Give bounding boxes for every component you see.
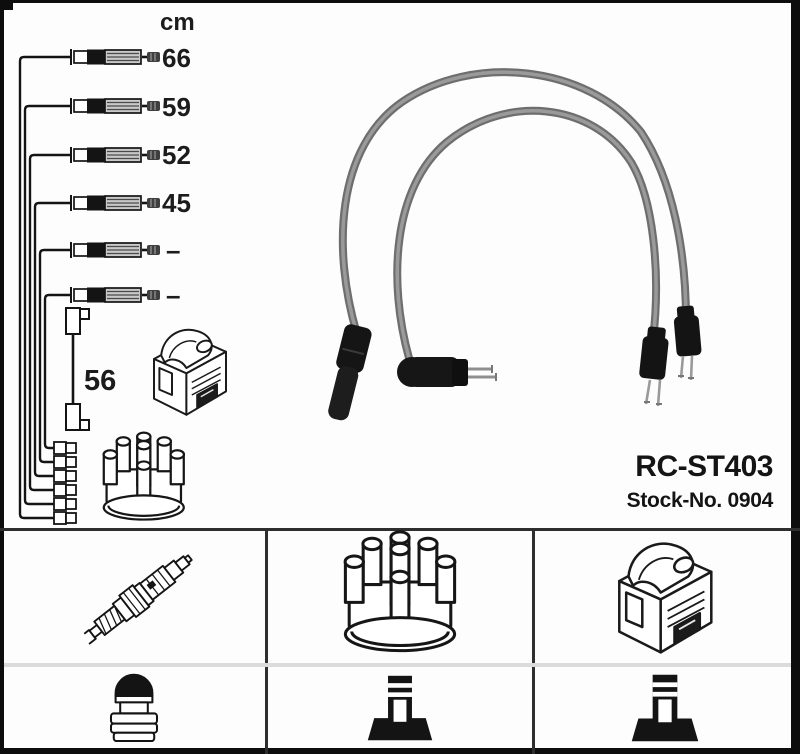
length-label: 66 bbox=[162, 43, 191, 73]
coil-lead-elbow-icon bbox=[65, 403, 90, 431]
part-number: RC-ST403 bbox=[635, 450, 773, 483]
lead-end-connector-icons bbox=[69, 47, 162, 305]
legend-grid-column-line bbox=[532, 528, 535, 754]
spark-plug-terminal-nut-icon bbox=[109, 673, 159, 743]
distributor-cap-sketch bbox=[102, 431, 186, 521]
legend-cell-ignition-coil bbox=[618, 542, 713, 654]
legend-cell-spark-plug bbox=[76, 546, 200, 651]
part-number-block: RC-ST403 Stock-No. 0904 bbox=[626, 450, 774, 512]
unit-label: cm bbox=[160, 9, 195, 36]
legend-cell-distributor-terminal bbox=[631, 674, 699, 742]
distributor-plug bbox=[639, 326, 669, 407]
coil-lead-length-label: 56 bbox=[84, 365, 116, 397]
legend-grid bbox=[76, 530, 713, 743]
legend-cell-plug-terminal bbox=[109, 673, 159, 743]
frame-border-right bbox=[791, 0, 800, 754]
length-label: – bbox=[166, 235, 180, 265]
ignition-coil-icon bbox=[618, 542, 713, 654]
length-label: 45 bbox=[162, 188, 191, 218]
legend-cell-distributor-cap bbox=[343, 530, 457, 653]
elbow-boot bbox=[397, 357, 497, 387]
legend-grid-top-line bbox=[0, 528, 800, 531]
coil-lead: 56 bbox=[65, 307, 116, 431]
ignition-lead-set-photo bbox=[328, 68, 702, 421]
legend-grid-row-divider bbox=[4, 663, 791, 667]
distributor-connector-stack-icon bbox=[53, 441, 77, 525]
spark-plug-boot bbox=[328, 324, 372, 421]
length-label: 52 bbox=[162, 140, 191, 170]
lead-harness-lines bbox=[18, 55, 70, 520]
coil-lead-elbow-icon bbox=[65, 307, 90, 335]
distributor-cap-icon bbox=[343, 530, 457, 653]
legend-cell-distributor-terminal bbox=[367, 675, 433, 741]
length-label: – bbox=[166, 280, 180, 310]
frame-border-bottom bbox=[0, 748, 800, 754]
frame-border-left bbox=[0, 0, 4, 754]
distributor-terminal-icon bbox=[367, 675, 433, 741]
cable-length-diagram: cm 66 59 52 45 – – bbox=[18, 9, 227, 525]
lead-length-labels: 66 59 52 45 – – bbox=[162, 43, 191, 310]
frame-border-top bbox=[0, 0, 800, 3]
spark-plug-icon bbox=[76, 546, 200, 651]
ignition-coil-sketch bbox=[153, 328, 227, 416]
stock-number: Stock-No. 0904 bbox=[626, 488, 774, 512]
distributor-plug bbox=[673, 305, 702, 381]
distributor-terminal-icon bbox=[631, 674, 699, 742]
cable-arcs bbox=[338, 68, 690, 362]
length-label: 59 bbox=[162, 92, 191, 122]
legend-grid-column-line bbox=[265, 528, 268, 754]
frame-corner bbox=[0, 0, 13, 10]
